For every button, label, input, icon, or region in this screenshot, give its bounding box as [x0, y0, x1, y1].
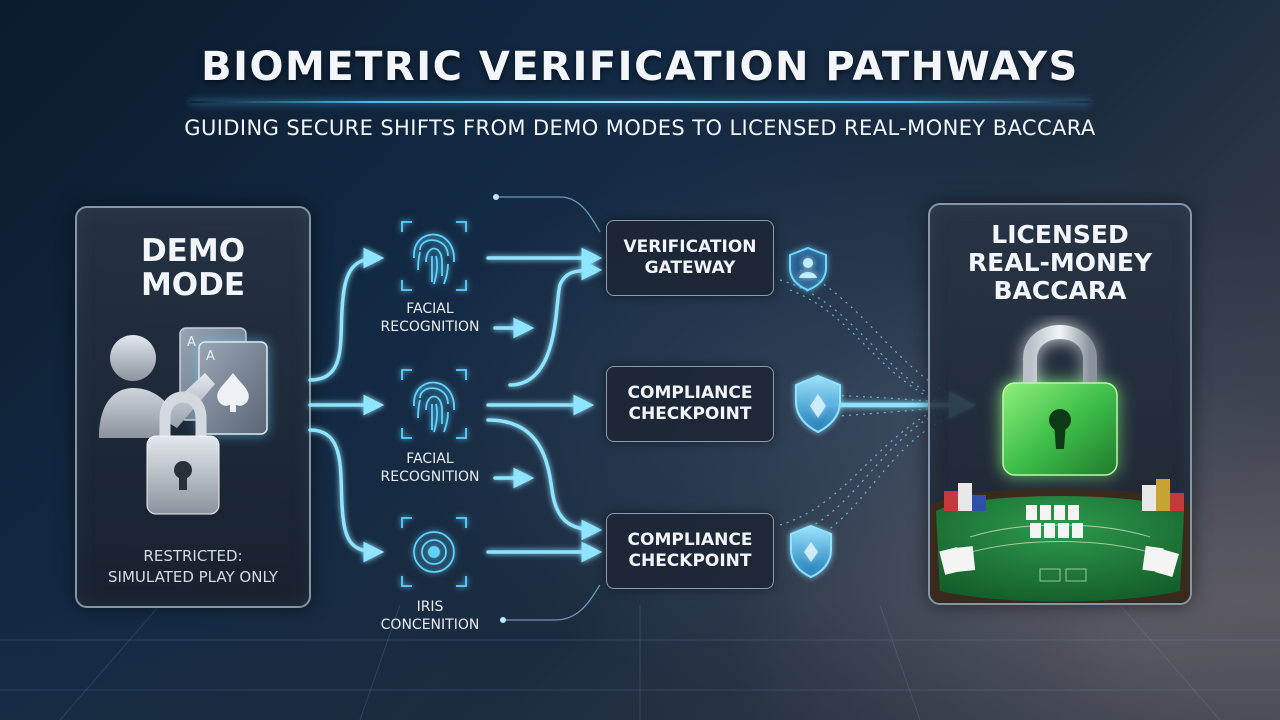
- step-compliance-checkpoint-1: COMPLIANCE CHECKPOINT: [606, 366, 774, 442]
- iris-scan-icon: [401, 517, 467, 587]
- demo-illustration: A A: [99, 327, 268, 515]
- fingerprint-icon: [401, 369, 467, 439]
- fingerprint-icon: [401, 221, 467, 291]
- user-shield-icon: [789, 246, 827, 292]
- padlock-icon: [146, 391, 220, 515]
- connector-demo-to-bio-3: [308, 428, 385, 563]
- shield-icon: [795, 374, 841, 434]
- licensed-title: LICENSED REAL-MONEY BACCARA: [967, 220, 1153, 305]
- page-title: BIOMETRIC VERIFICATION PATHWAYS: [201, 44, 1079, 90]
- title-underline: [190, 101, 1090, 103]
- svg-text:A: A: [206, 349, 215, 364]
- licensed-illustration: [930, 325, 1190, 603]
- playing-cards-icon: A A: [179, 327, 268, 435]
- shield-icon: [790, 524, 832, 579]
- step-verification-gateway: VERIFICATION GATEWAY: [606, 220, 774, 296]
- user-icon: [99, 335, 215, 438]
- svg-text:A: A: [187, 335, 196, 350]
- connector-demo-to-bio-1: [308, 247, 385, 382]
- step-compliance-checkpoint-2: COMPLIANCE CHECKPOINT: [606, 513, 774, 589]
- demo-mode-panel: DEMO MODE A A: [75, 206, 311, 608]
- licensed-baccara-panel: LICENSED REAL-MONEY BACCARA: [928, 203, 1192, 605]
- unlocked-padlock-icon: [1002, 325, 1118, 476]
- page-subtitle: GUIDING SECURE SHIFTS FROM DEMO MODES TO…: [184, 116, 1096, 140]
- floor-grid: [0, 600, 1280, 720]
- biometric-label-1: FACIAL RECOGNITION: [380, 301, 480, 335]
- demo-mode-title: DEMO MODE: [140, 233, 246, 303]
- baccarat-table-icon: [930, 479, 1190, 603]
- demo-restriction-note: RESTRICTED: SIMULATED PLAY ONLY: [108, 547, 278, 586]
- biometric-label-3: IRIS CONCENITION: [380, 599, 480, 633]
- biometric-label-2: FACIAL RECOGNITION: [380, 451, 480, 485]
